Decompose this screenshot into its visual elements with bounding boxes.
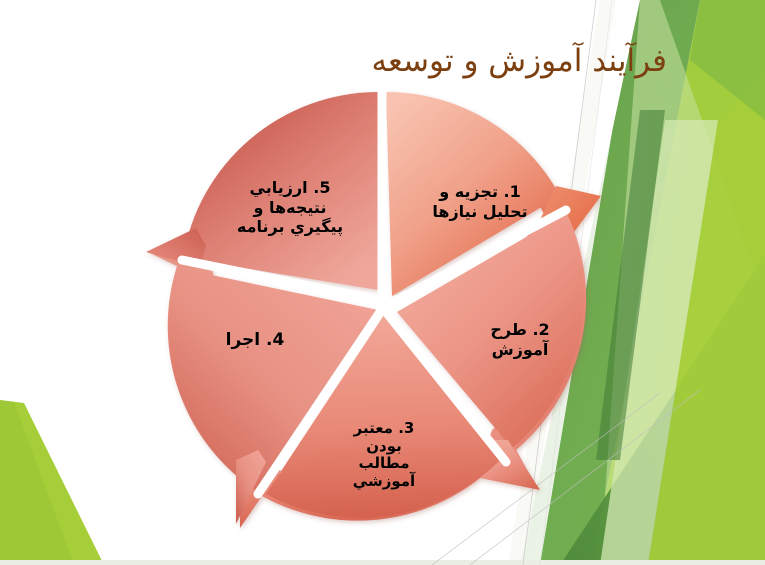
separator-lower-right	[381, 307, 511, 467]
separator-left	[177, 255, 383, 305]
cycle-segment-1-wedge	[386, 92, 560, 296]
cycle-segment-4[interactable]	[150, 236, 378, 524]
separator-lower-left	[253, 307, 385, 499]
cycle-segment-3[interactable]	[240, 312, 505, 528]
bg-bottom-strip	[0, 560, 765, 565]
separator-right	[381, 205, 571, 311]
bg-left-green-wedge	[0, 400, 104, 565]
cycle-separators	[177, 83, 571, 499]
cycle-segment-4-arrowhead	[236, 450, 266, 524]
cycle-segment-2-wedge	[397, 214, 584, 448]
bg-right-green-stack	[520, 0, 765, 565]
hairline-1	[431, 392, 661, 565]
cycle-segment-4-wedge	[169, 268, 378, 492]
cycle-segment-3-label: 3. معتبر بودن مطالب آموزشي	[352, 419, 416, 491]
cycle-segment-5-body	[183, 92, 378, 290]
cycle-segment-2-label: 2. طرح آموزش	[490, 320, 550, 359]
cycle-segment-1-body	[386, 92, 596, 252]
page-title: فرآیند آموزش و توسعه	[371, 43, 667, 79]
bg-green-deep-sliver	[596, 110, 665, 460]
bg-green-tip	[690, 0, 765, 120]
cycle-segment-3-wedge	[266, 312, 504, 518]
bg-green-bright-panel	[648, 70, 765, 565]
bg-green-left-shade	[0, 400, 74, 565]
hairline-2	[469, 389, 701, 565]
cycle-segment-5-label: 5. ارزيابي نتيجه‌ها و پيگيري برنامه	[236, 178, 344, 237]
cycle-segment-1-label: 1. تجزیه و تحلیل نیازها	[432, 182, 528, 221]
cycle-segment-4-label: 4. اجرا	[225, 330, 285, 350]
bg-green-pale-sliver	[600, 120, 718, 565]
